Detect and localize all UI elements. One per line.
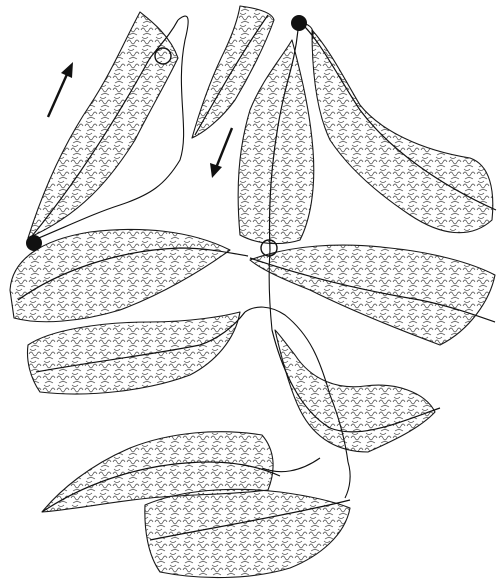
end-dot-icon <box>291 15 307 31</box>
frond-right-center-lower <box>272 330 440 452</box>
up-right-arrow-icon <box>48 62 73 117</box>
frond-center-left-lower <box>28 312 246 394</box>
frond-bottom <box>145 489 350 577</box>
frond-upper-left <box>28 12 178 238</box>
frond-middle-right <box>250 245 495 345</box>
start-dot-icon <box>26 235 42 251</box>
frond-middle-left <box>10 229 248 321</box>
down-left-arrow-icon <box>210 128 232 178</box>
frond-upper-right <box>300 22 496 233</box>
